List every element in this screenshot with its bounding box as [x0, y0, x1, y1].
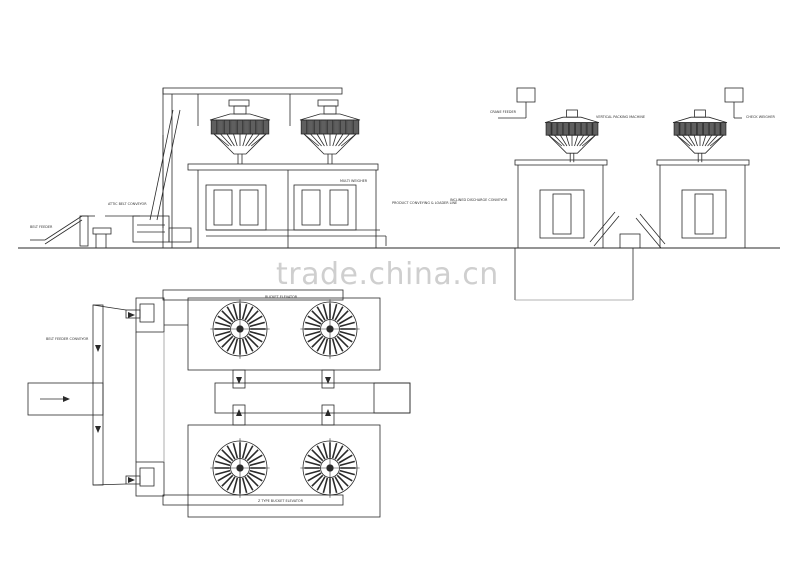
platform — [187, 163, 379, 171]
label-weigher-left: MULTI WEIGHER — [340, 179, 368, 183]
label-vfs-right: CHECK WEIGHER — [746, 115, 776, 119]
attic-belt-conveyor — [105, 109, 192, 243]
input-conveyor — [27, 382, 104, 416]
label-attic-belt: ATTIC BELT CONVEYOR — [108, 202, 147, 206]
label-vfs-left: VERTICAL PACKING MACHINE — [596, 115, 645, 119]
label-crane-feeder: CRANE FEEDER — [490, 110, 517, 114]
watermark: trade.china.cn — [276, 257, 499, 292]
belt-feeder — [30, 215, 112, 248]
label-belt-feeder: BELT FEEDER — [30, 225, 53, 229]
weigher-plan-0 — [210, 299, 270, 359]
weigher-elevation-3 — [672, 109, 728, 163]
label-belt-feeder-left: BELT FEEDER CONVEYOR — [46, 337, 89, 341]
weigher-plan-2 — [210, 438, 270, 498]
vertical-conveyor — [92, 304, 104, 486]
left-packing-machines — [205, 184, 387, 246]
multihead-weighers-elevation — [209, 105, 361, 164]
multihead-weighers-plan — [210, 299, 360, 498]
label-discharge-conveyor: INCLINED DISCHARGE CONVEYOR — [450, 198, 508, 202]
multihead-weighers-elevation-right — [544, 109, 728, 163]
weigher-elevation-0 — [209, 105, 271, 164]
label-bucket-bottom: Z TYPE BUCKET ELEVATOR — [258, 499, 304, 503]
weigher-plan-3 — [300, 438, 360, 498]
plan-module-top — [187, 297, 381, 371]
right-elevation — [498, 87, 750, 301]
middle-conveyor — [214, 382, 411, 414]
weigher-elevation-2 — [544, 109, 600, 163]
left-elevation — [30, 87, 379, 248]
weigher-plan-1 — [300, 299, 360, 359]
plan-module-bottom — [187, 424, 381, 518]
label-product-conveyor: PRODUCT CONVEYING & LOADER LINE — [392, 201, 457, 205]
label-bucket-top: BUCKET ELEVATOR — [265, 295, 298, 299]
top-frame — [162, 87, 343, 248]
plan-view — [27, 289, 411, 518]
weigher-elevation-1 — [299, 105, 361, 164]
